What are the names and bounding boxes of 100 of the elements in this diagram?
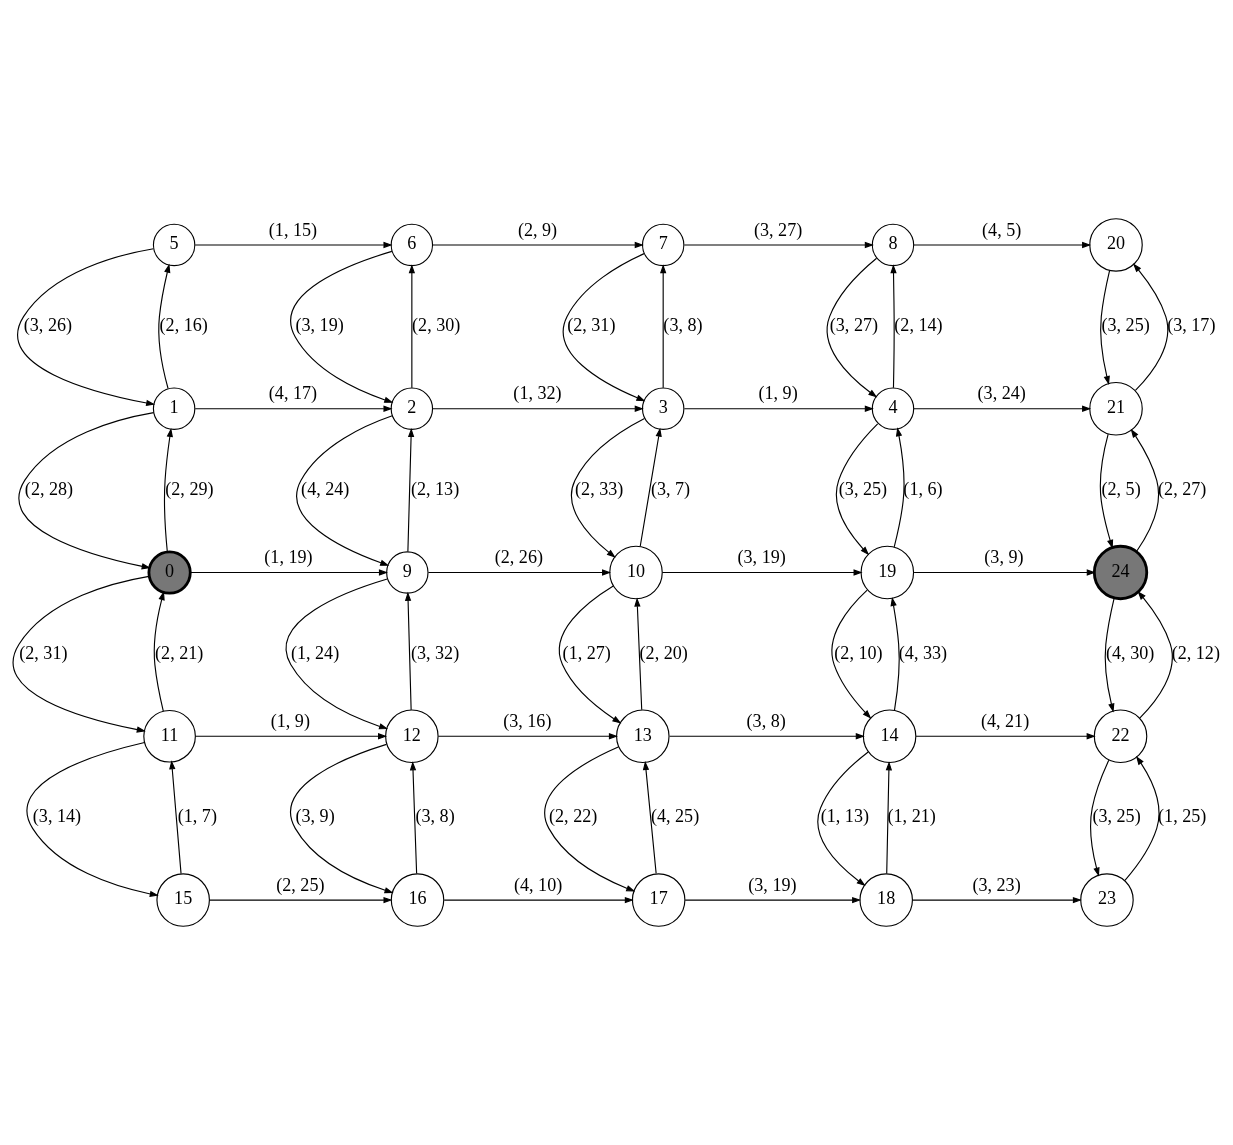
arrow (290, 250, 394, 403)
arrow (18, 412, 155, 570)
node-circle: 4 (871, 387, 915, 430)
arrow (437, 733, 618, 740)
edge-label: (3, 19) (737, 547, 786, 568)
arrow (660, 264, 667, 389)
arrow (661, 569, 863, 576)
edge-label: (4, 10) (513, 874, 563, 895)
arrow (432, 405, 644, 412)
arrow (296, 415, 393, 566)
arrow (1130, 428, 1160, 552)
edge-label: (3, 7) (650, 478, 691, 499)
edge-label: (3, 25) (1101, 315, 1150, 336)
edge-label: (2, 28) (24, 478, 74, 499)
arrow (642, 760, 657, 874)
arrow (209, 896, 393, 904)
edge-label: (3, 16) (503, 711, 552, 731)
node-circle: 7 (641, 223, 685, 267)
arrow (913, 405, 1092, 412)
arrow (194, 241, 393, 249)
node-circle: 0 (147, 550, 192, 595)
node-circle: 16 (390, 873, 445, 927)
edge-label: (3, 8) (415, 806, 455, 827)
node-circle: 23 (1080, 873, 1134, 927)
edge-label: (1, 15) (268, 219, 318, 240)
arrow (163, 427, 173, 553)
edge-label: (2, 20) (639, 642, 688, 663)
edge-label: (3, 27) (753, 219, 803, 240)
arrow (893, 427, 905, 548)
arrow (544, 746, 636, 892)
edge-label: (1, 9) (758, 383, 798, 404)
edge-label: (2, 31) (567, 315, 616, 336)
edge-label: (4, 30) (1106, 642, 1155, 663)
edge-label: (2, 22) (549, 806, 598, 827)
node-circle: 21 (1089, 381, 1143, 436)
arrow (558, 585, 622, 724)
arrow (1124, 755, 1160, 881)
arrow (158, 263, 171, 390)
edge-label: (3, 27) (829, 315, 879, 336)
arrow (12, 575, 150, 733)
edge-label: (4, 5) (982, 219, 1022, 240)
edge-label: (2, 25) (276, 874, 325, 895)
arrow (427, 569, 612, 576)
edge-label: (3, 19) (295, 315, 344, 336)
arrow (169, 760, 182, 875)
arrow (890, 264, 897, 389)
arrow (890, 597, 900, 711)
arrow (290, 743, 394, 894)
edge-label: (2, 12) (1171, 642, 1220, 663)
arrow (826, 257, 878, 398)
arrow (408, 264, 416, 389)
node-circle: 8 (871, 223, 915, 267)
edge-label: (3, 23) (972, 874, 1021, 895)
edge-label: (1, 24) (290, 642, 340, 663)
arrow (1090, 759, 1110, 877)
edge-label: (2, 5) (1101, 478, 1141, 499)
edge-label: (1, 7) (177, 806, 217, 827)
arrow (17, 248, 156, 407)
arrow (153, 591, 165, 712)
edge-label: (3, 17) (1167, 315, 1216, 336)
arrow (409, 761, 418, 874)
node-circle: 13 (616, 709, 670, 764)
node-circle: 9 (386, 551, 429, 594)
edge-label: (3, 32) (410, 642, 460, 663)
edge-label: (4, 24) (301, 478, 350, 499)
edge-label: (3, 25) (838, 478, 888, 499)
arrow (831, 589, 872, 719)
edge-label: (2, 33) (575, 478, 624, 499)
edge-label: (4, 25) (650, 806, 700, 827)
edge-label: (2, 16) (159, 315, 208, 336)
arrow (562, 253, 646, 402)
node-circle: 2 (390, 387, 434, 430)
edge-label: (1, 27) (562, 642, 611, 663)
edge-label: (2, 9) (517, 219, 558, 240)
arrow (683, 241, 874, 249)
arrow (639, 427, 662, 547)
arrow (194, 405, 393, 412)
node-circle: 3 (641, 387, 685, 430)
arrow (1099, 433, 1114, 549)
edge-label: (2, 29) (165, 478, 214, 499)
edge-label: (2, 27) (1158, 478, 1207, 499)
arrow (683, 405, 874, 412)
arrow (915, 733, 1096, 740)
arrow (1100, 270, 1111, 386)
arrow (634, 597, 643, 711)
edge-label: (1, 6) (903, 478, 943, 499)
node-circle: 11 (143, 709, 196, 763)
node-circle: 17 (631, 873, 686, 927)
edge-label: (3, 19) (748, 874, 797, 895)
arrow (669, 733, 865, 740)
edge-label: (2, 21) (155, 642, 204, 663)
edge-label: (2, 14) (894, 315, 943, 336)
arrow (285, 578, 389, 730)
edge-label: (2, 31) (19, 642, 68, 663)
edge-label: (3, 8) (663, 315, 703, 336)
arrow (443, 896, 634, 904)
edge-label: (1, 32) (513, 383, 562, 404)
edge-label: (1, 19) (264, 547, 313, 568)
edge-label: (2, 30) (412, 315, 461, 336)
edge-label: (1, 21) (887, 806, 936, 827)
